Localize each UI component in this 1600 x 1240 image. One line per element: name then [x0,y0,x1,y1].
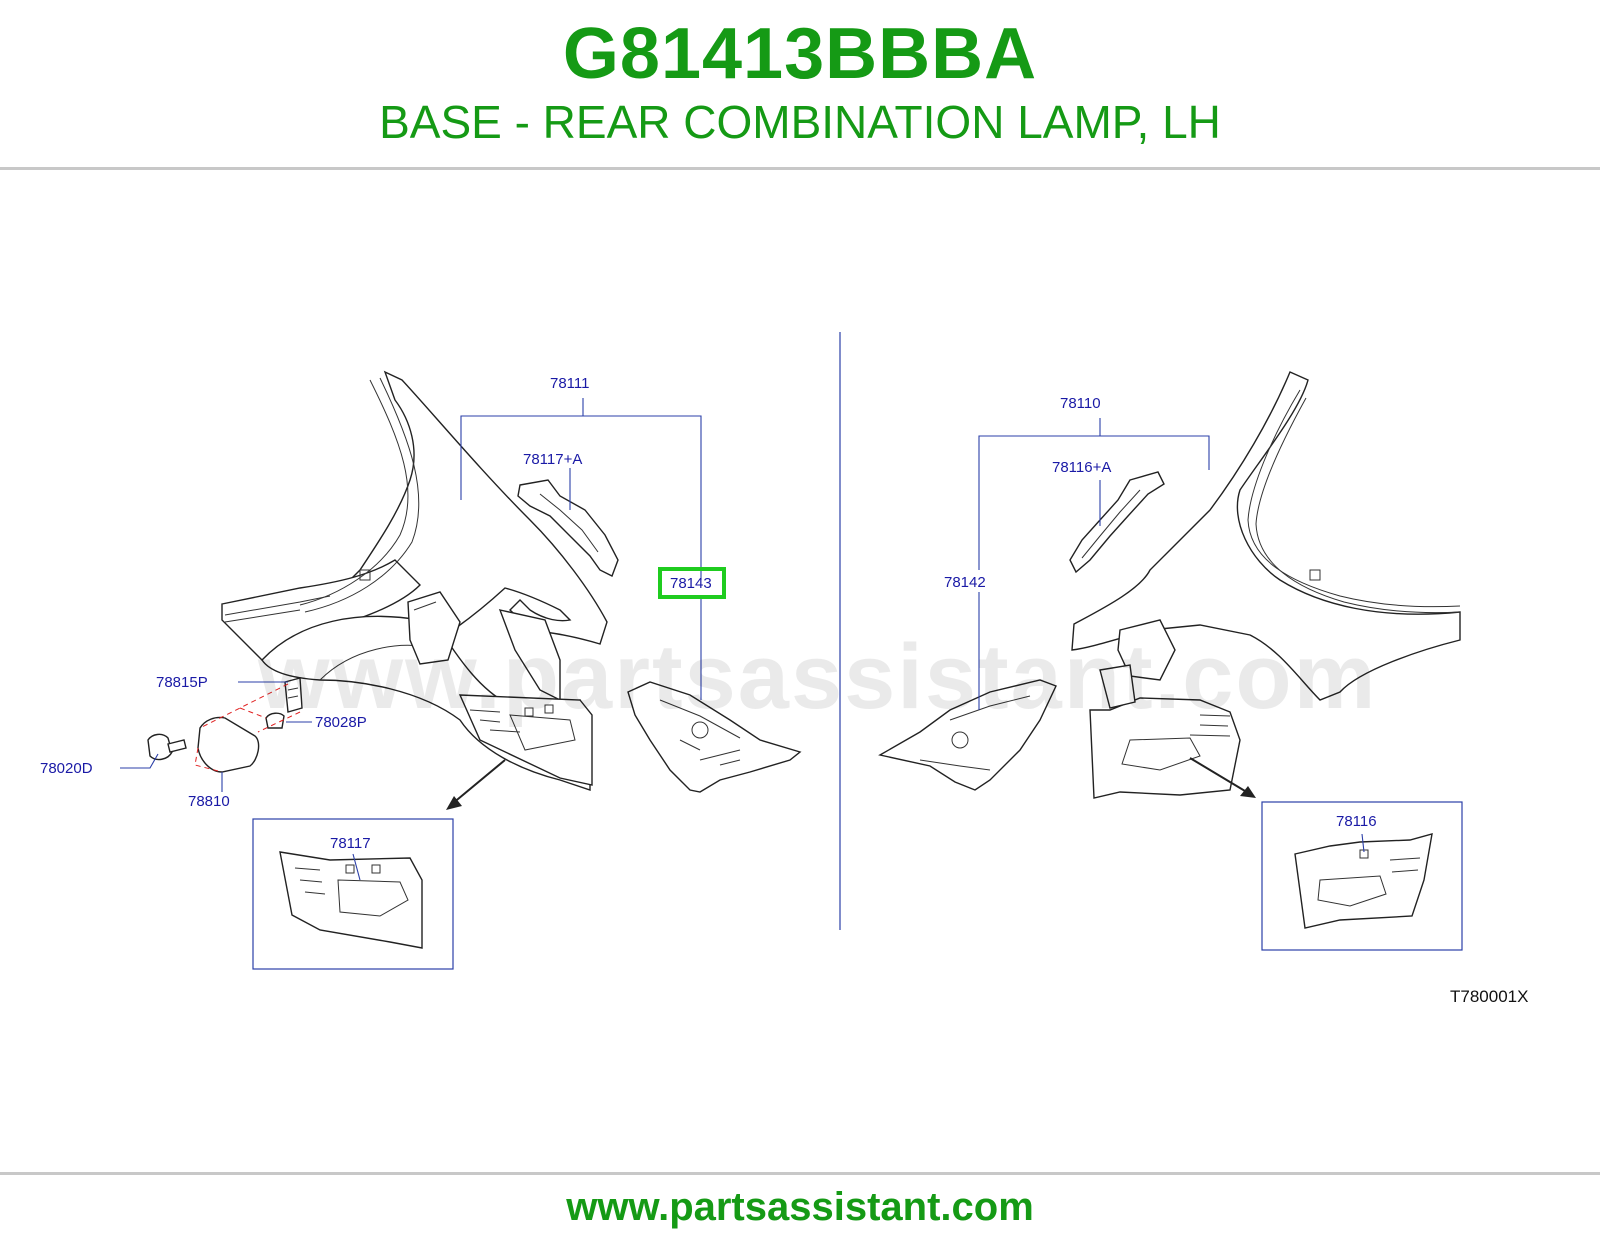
footer-url-link[interactable]: www.partsassistant.com [566,1185,1034,1229]
label-78117: 78117 [330,835,371,852]
left-inner-wheelhouse-panel [627,681,802,793]
label-78142: 78142 [944,574,986,591]
bottom-divider [0,1172,1600,1175]
highlight-box-78143 [658,567,726,599]
label-78117a: 78117+A [523,451,582,468]
top-divider [0,167,1600,170]
right-inner-reinforcement [1069,471,1165,574]
left-detail-inset [252,818,454,970]
parts-diagram: 78111 78117+A 78143 78815P 78028P 78020D… [0,320,1600,1040]
label-78116: 78116 [1336,813,1377,830]
right-quarter-panel [1071,371,1461,799]
right-inner-wheelhouse-panel [878,679,1057,791]
right-detail-arrow [1189,757,1256,798]
label-78111: 78111 [550,375,590,392]
label-78020d: 78020D [40,760,93,777]
diagram-subtitle: BASE - REAR COMBINATION LAMP, LH [379,96,1221,148]
left-leader-lines [120,398,702,881]
right-detail-inset [1261,801,1463,951]
label-78815p: 78815P [156,674,208,691]
exploded-view-svg: 78111 78117+A 78143 78815P 78028P 78020D… [40,332,1528,1006]
left-inner-reinforcement [517,479,619,577]
reference-code: T780001X [1450,987,1528,1006]
watermark: www.partsassistant.com [258,626,1378,728]
fuel-filler-door-assembly [147,677,303,773]
label-78028p: 78028P [315,714,367,731]
left-quarter-panel [221,370,608,791]
part-number-title: G81413BBBA [562,14,1038,94]
label-78116a: 78116+A [1052,459,1111,476]
label-78810: 78810 [188,793,230,810]
label-78143[interactable]: 78143 [670,575,712,592]
header: G81413BBBA BASE - REAR COMBINATION LAMP,… [0,0,1600,170]
label-78110: 78110 [1060,395,1101,412]
left-detail-arrow [446,759,506,810]
right-leader-lines [978,418,1365,853]
